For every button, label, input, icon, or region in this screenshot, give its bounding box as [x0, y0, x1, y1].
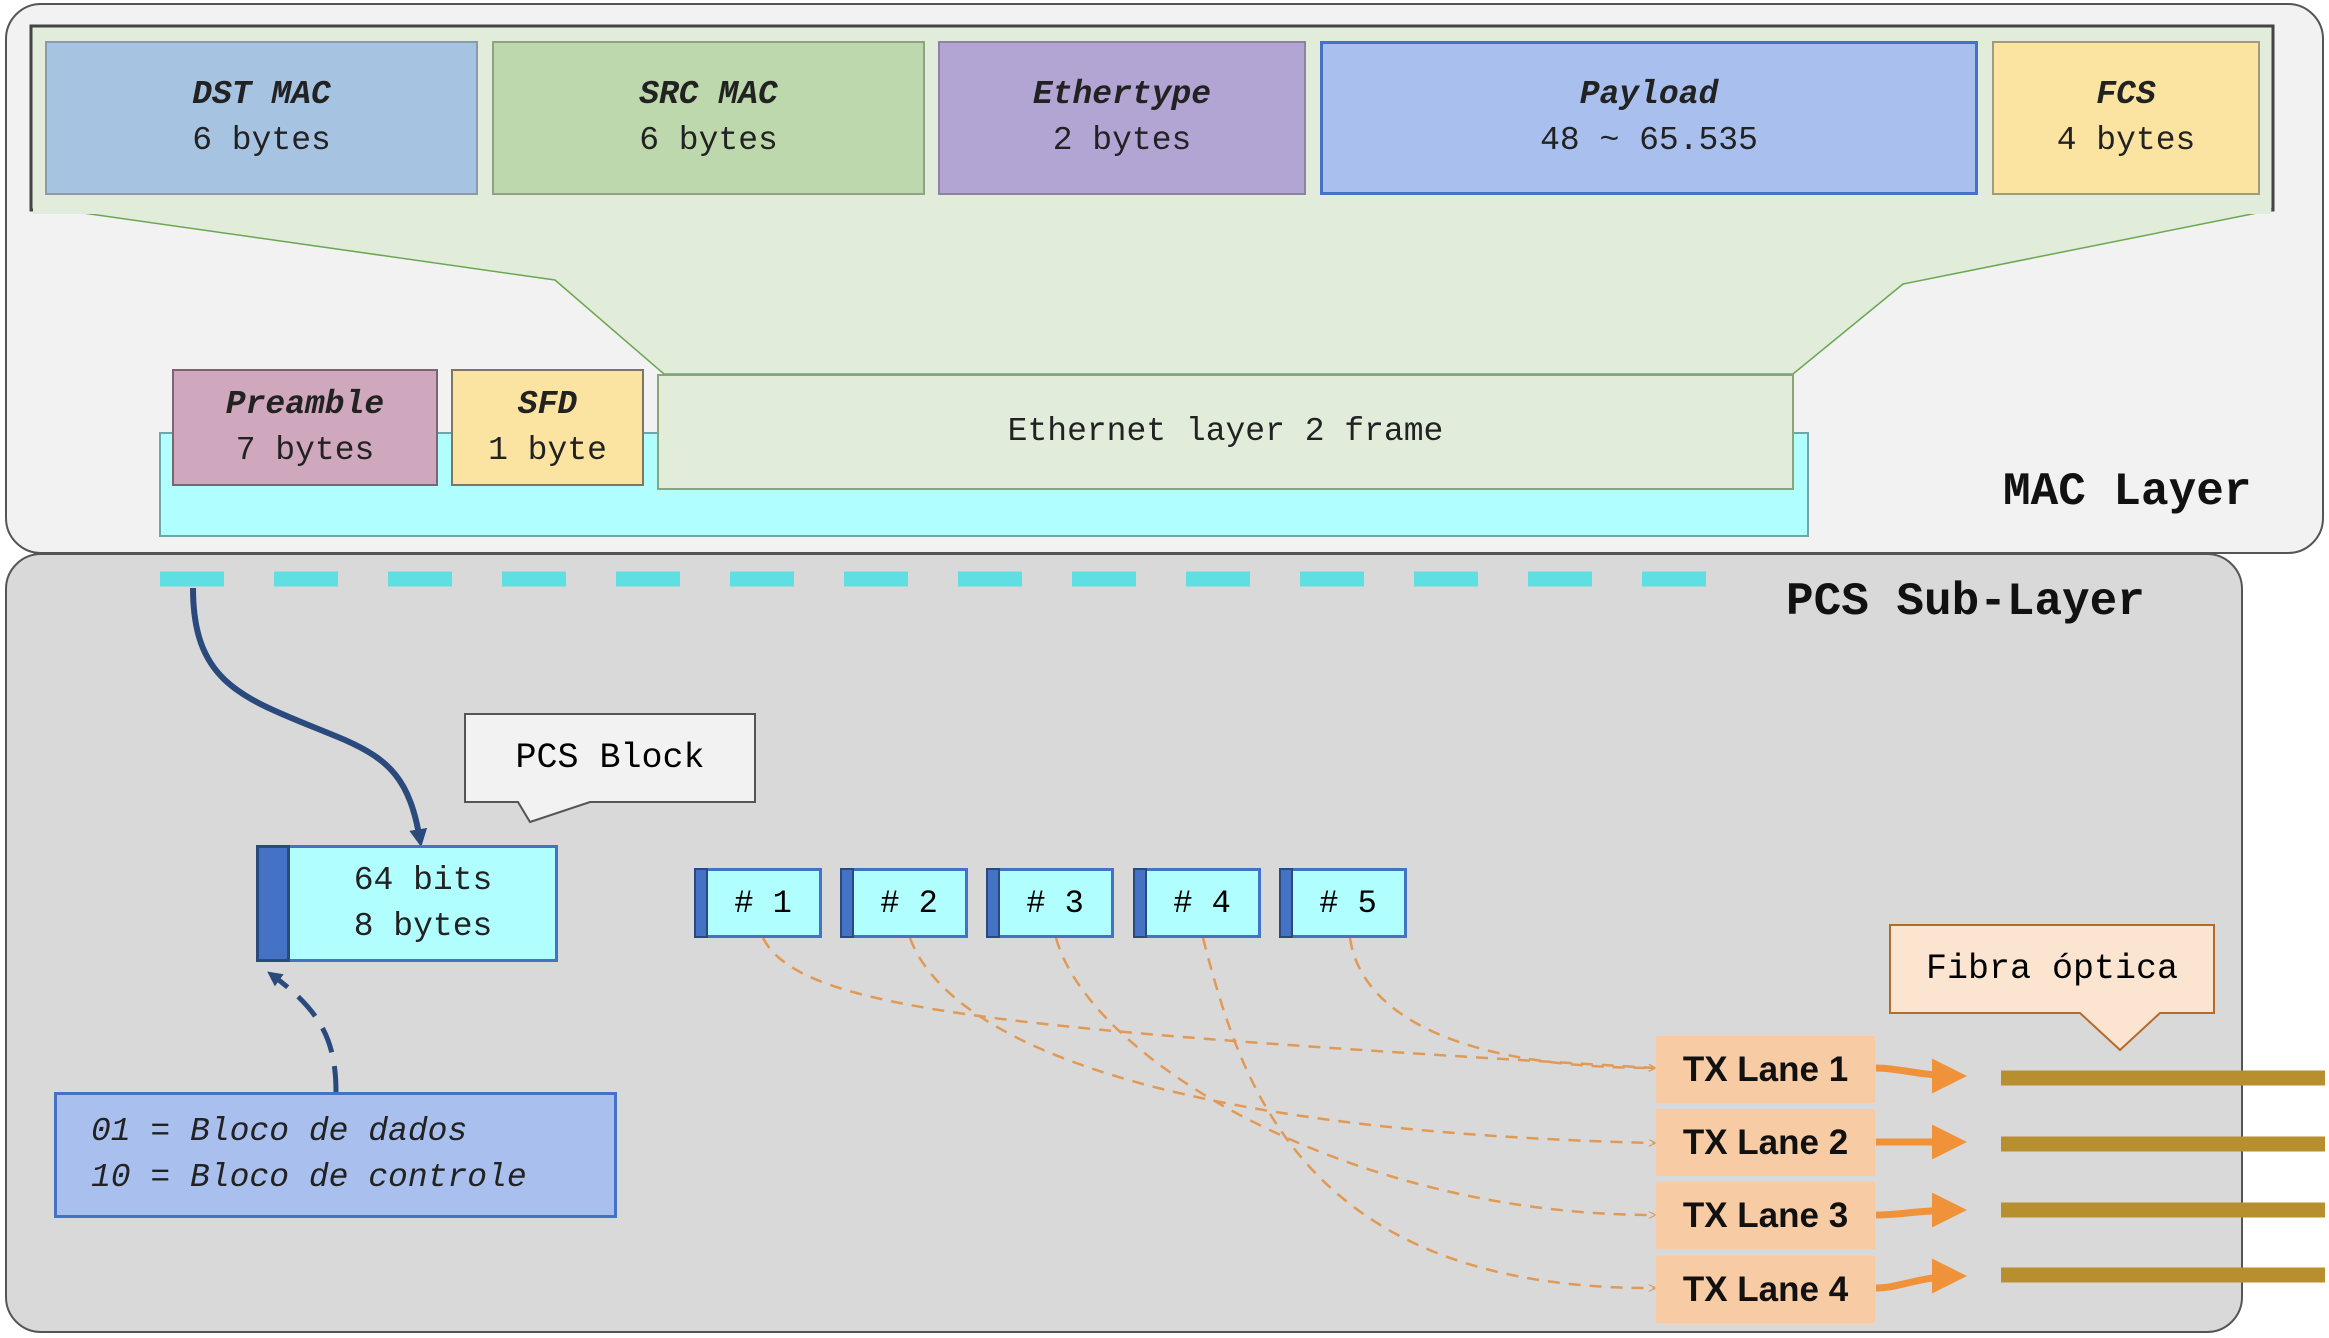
preamble-field: Preamble 7 bytes: [172, 369, 438, 486]
fcs-field: FCS 4 bytes: [1992, 41, 2260, 195]
field-size: 2 bytes: [1052, 122, 1192, 159]
route-block3-lane3: [1054, 937, 1655, 1215]
payload-field: Payload 48 ~ 65.535: [1320, 41, 1978, 195]
block-4-header: [1133, 868, 1147, 938]
pcs-block-callout: PCS Block: [515, 738, 705, 778]
fiber-callout-shape: [1889, 924, 2215, 1052]
block-3-header: [986, 868, 1000, 938]
legend-control-block: 10 = Bloco de controle: [91, 1159, 527, 1196]
field-size: 48 ~ 65.535: [1540, 122, 1758, 159]
block-5: # 5: [1279, 868, 1407, 938]
ethernet-frame-box: Ethernet layer 2 frame: [657, 374, 1794, 490]
field-size: 6 bytes: [639, 122, 778, 159]
field-name: Ethertype: [1032, 76, 1212, 114]
route-block2-lane2: [908, 937, 1655, 1143]
block-3: # 3: [986, 868, 1114, 938]
ethernet-frame-label: Ethernet layer 2 frame: [1007, 413, 1444, 451]
bit-stream-arrow: [190, 587, 428, 848]
tx-lane-1: TX Lane 1: [1656, 1036, 1875, 1103]
tx-lane-3: TX Lane 3: [1656, 1182, 1875, 1249]
field-size: 6 bytes: [192, 122, 331, 159]
pcs-block-bits: 64 bits: [353, 861, 493, 899]
sync-header-legend: 01 = Bloco de dados 10 = Bloco de contro…: [54, 1092, 617, 1218]
block-1: # 1: [694, 868, 822, 938]
frame-funnel: [61, 209, 2273, 375]
fiber-callout: Fibra óptica: [1925, 949, 2179, 989]
route-block1-lane1: [761, 937, 1655, 1068]
field-name: SFD: [517, 385, 578, 423]
field-name: Preamble: [225, 385, 385, 423]
block-2: # 2: [840, 868, 968, 938]
field-name: Payload: [1579, 76, 1719, 114]
tx-lane-2: TX Lane 2: [1656, 1109, 1875, 1176]
pcs-block-callout-shape: [464, 713, 756, 824]
field-size: 4 bytes: [2056, 122, 2196, 159]
field-size: 7 bytes: [235, 431, 375, 469]
dst-mac-field: DST MAC 6 bytes: [45, 41, 478, 195]
pcs-block-bytes: 8 bytes: [353, 907, 493, 945]
block-4: # 4: [1133, 868, 1261, 938]
src-mac-field: SRC MAC 6 bytes: [492, 41, 925, 195]
route-block4-lane4: [1201, 937, 1655, 1288]
block-1-header: [694, 868, 708, 938]
sync-header: [256, 845, 290, 962]
tx-lane-4: TX Lane 4: [1656, 1256, 1875, 1323]
lane3-output-arrow: [1875, 1192, 1967, 1228]
field-name: FCS: [2096, 76, 2156, 114]
lane4-output-arrow: [1875, 1258, 1967, 1294]
sfd-field: SFD 1 byte: [451, 369, 644, 486]
legend-data-block: 01 = Bloco de dados: [91, 1113, 468, 1151]
pcs-block: 64 bits 8 bytes: [256, 845, 558, 962]
pcs-sublayer-title: PCS Sub-Layer: [1786, 576, 2145, 628]
legend-arrow: [267, 971, 339, 1093]
mac-layer-title: MAC Layer: [2003, 466, 2252, 518]
funnel-top-cover: [33, 208, 2271, 214]
lane1-output-arrow: [1875, 1058, 1967, 1094]
route-block5-lane1: [1348, 937, 1655, 1068]
block-2-header: [840, 868, 854, 938]
block-5-header: [1279, 868, 1293, 938]
field-name: SRC MAC: [639, 76, 778, 114]
field-name: DST MAC: [192, 76, 331, 114]
field-size: 1 byte: [488, 431, 607, 469]
ethertype-field: Ethertype 2 bytes: [938, 41, 1306, 195]
